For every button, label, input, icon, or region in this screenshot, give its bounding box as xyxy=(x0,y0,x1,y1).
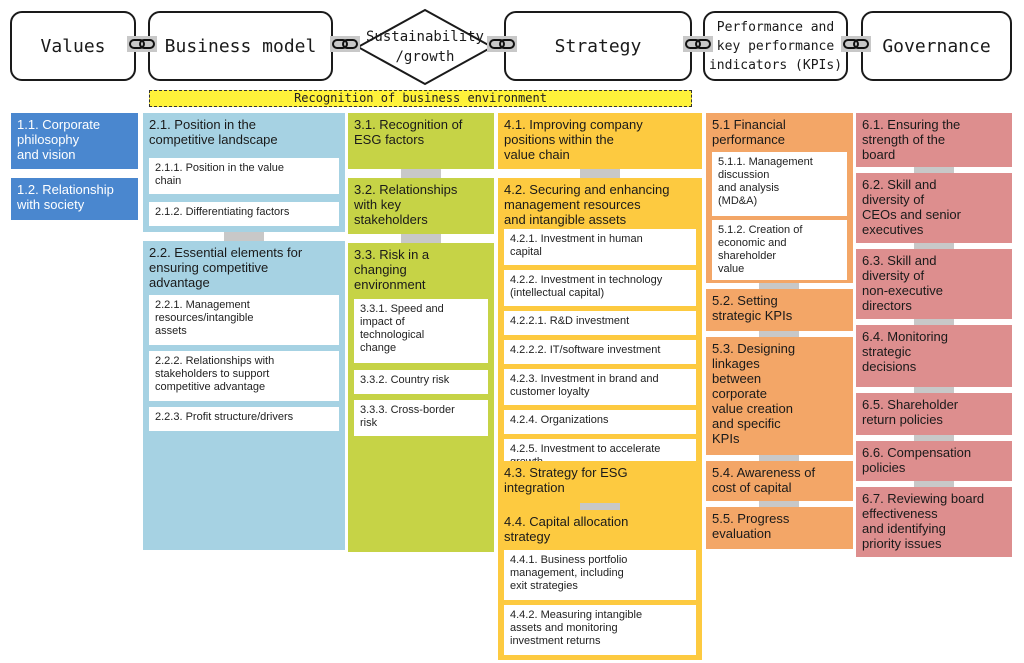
sub-4-4-1: 4.4.1. Business portfolio management, in… xyxy=(504,550,696,600)
block-6-4: 6.4. Monitoring strategic decisions xyxy=(856,325,1012,387)
block-title: 3.1. Recognition of ESG factors xyxy=(354,117,463,147)
block-6-2: 6.2. Skill and diversity of CEOs and sen… xyxy=(856,173,1012,243)
block-title: 4.4. Capital allocation strategy xyxy=(504,514,629,544)
block-title: 6.1. Ensuring the strength of the board xyxy=(862,117,961,162)
sub-2-2-1: 2.2.1. Management resources/intangible a… xyxy=(149,295,339,345)
header-values-label: Values xyxy=(40,35,106,57)
chain-link-icon xyxy=(487,36,517,52)
block-5-3: 5.3. Designing linkages between corporat… xyxy=(706,337,853,455)
chain-link-icon xyxy=(841,36,871,52)
sub-4-2-2-2: 4.2.2.2. IT/software investment xyxy=(504,340,696,364)
header-strategy: Strategy xyxy=(504,11,692,81)
header-business-model-label: Business model xyxy=(164,35,317,57)
sub-2-2-2: 2.2.2. Relationships with stakeholders t… xyxy=(149,351,339,401)
block-title: 3.3. Risk in a changing environment xyxy=(354,247,430,292)
header-sustainability-diamond: Sustainability /growth xyxy=(356,8,494,86)
block-6-7: 6.7. Reviewing board effectiveness and i… xyxy=(856,487,1012,557)
block-4-1: 4.1. Improving company positions within … xyxy=(498,113,702,169)
block-6-5: 6.5. Shareholder return policies xyxy=(856,393,1012,435)
block-title: 6.2. Skill and diversity of CEOs and sen… xyxy=(862,177,961,237)
block-title: 2.2. Essential elements for ensuring com… xyxy=(149,245,303,290)
block-5-1: 5.1 Financial performance 5.1.1. Managem… xyxy=(706,113,853,283)
block-title: 4.3. Strategy for ESG integration xyxy=(504,465,628,495)
block-title: 5.1 Financial performance xyxy=(712,117,786,147)
block-title: 4.2. Securing and enhancing management r… xyxy=(504,182,670,227)
chain-link-icon xyxy=(683,36,713,52)
chain-link-icon xyxy=(127,36,157,52)
connector xyxy=(914,481,954,487)
block-title: 1.1. Corporate philosophy and vision xyxy=(17,117,101,162)
header-performance-label: Performance and key performance indicato… xyxy=(708,19,843,73)
block-6-1: 6.1. Ensuring the strength of the board xyxy=(856,113,1012,167)
block-title: 5.4. Awareness of cost of capital xyxy=(712,465,816,495)
block-4-3: 4.3. Strategy for ESG integration xyxy=(498,461,702,503)
block-3-3: 3.3. Risk in a changing environment 3.3.… xyxy=(348,243,494,552)
sub-5-1-1: 5.1.1. Management discussion and analysi… xyxy=(712,152,847,216)
header-business-model: Business model xyxy=(148,11,333,81)
connector xyxy=(580,169,620,178)
connector xyxy=(914,435,954,441)
header-performance: Performance and key performance indicato… xyxy=(703,11,848,81)
sub-3-3-1: 3.3.1. Speed and impact of technological… xyxy=(354,299,488,363)
header-governance: Governance xyxy=(861,11,1012,81)
sub-2-1-1: 2.1.1. Position in the value chain xyxy=(149,158,339,194)
block-3-1: 3.1. Recognition of ESG factors xyxy=(348,113,494,169)
block-title: 4.1. Improving company positions within … xyxy=(504,117,643,162)
sub-3-3-3: 3.3.3. Cross-border risk xyxy=(354,400,488,436)
sub-4-2-3: 4.2.3. Investment in brand and customer … xyxy=(504,369,696,405)
connector xyxy=(224,232,264,241)
sub-2-1-2: 2.1.2. Differentiating factors xyxy=(149,202,339,226)
header-values: Values xyxy=(10,11,136,81)
sub-4-2-1: 4.2.1. Investment in human capital xyxy=(504,229,696,265)
connector xyxy=(759,283,799,289)
block-5-5: 5.5. Progress evaluation xyxy=(706,507,853,549)
block-title: 2.1. Position in the competitive landsca… xyxy=(149,117,278,147)
sub-4-2-4: 4.2.4. Organizations xyxy=(504,410,696,434)
connector xyxy=(759,501,799,507)
block-title: 6.5. Shareholder return policies xyxy=(862,397,959,427)
chain-link-icon xyxy=(330,36,360,52)
sub-5-1-2: 5.1.2. Creation of economic and sharehol… xyxy=(712,220,847,280)
block-title: 5.2. Setting strategic KPIs xyxy=(712,293,793,323)
block-1-2: 1.2. Relationship with society xyxy=(11,178,138,220)
sub-2-2-3: 2.2.3. Profit structure/drivers xyxy=(149,407,339,431)
connector xyxy=(914,387,954,393)
block-title: 3.2. Relationships with key stakeholders xyxy=(354,182,458,227)
block-1-1: 1.1. Corporate philosophy and vision xyxy=(11,113,138,169)
block-title: 6.3. Skill and diversity of non-executiv… xyxy=(862,253,943,313)
sub-3-3-2: 3.3.2. Country risk xyxy=(354,370,488,394)
block-title: 5.3. Designing linkages between corporat… xyxy=(712,341,796,446)
header-strategy-label: Strategy xyxy=(554,35,642,57)
connector xyxy=(759,331,799,337)
header-sustainability-label: Sustainability /growth xyxy=(365,29,484,65)
header-governance-label: Governance xyxy=(882,35,991,57)
connector xyxy=(914,243,954,249)
block-4-4: 4.4. Capital allocation strategy 4.4.1. … xyxy=(498,510,702,660)
business-environment-banner: Recognition of business environment xyxy=(149,90,692,107)
block-title: 1.2. Relationship with society xyxy=(17,182,114,212)
block-3-2: 3.2. Relationships with key stakeholders xyxy=(348,178,494,234)
block-6-3: 6.3. Skill and diversity of non-executiv… xyxy=(856,249,1012,319)
sub-4-2-2-1: 4.2.2.1. R&D investment xyxy=(504,311,696,335)
sub-4-4-2: 4.4.2. Measuring intangible assets and m… xyxy=(504,605,696,655)
connector xyxy=(914,167,954,173)
block-5-2: 5.2. Setting strategic KPIs xyxy=(706,289,853,331)
connector xyxy=(759,455,799,461)
block-title: 6.7. Reviewing board effectiveness and i… xyxy=(862,491,985,551)
connector xyxy=(580,503,620,510)
block-title: 6.6. Compensation policies xyxy=(862,445,972,475)
block-5-4: 5.4. Awareness of cost of capital xyxy=(706,461,853,501)
connector xyxy=(401,169,441,178)
block-title: 6.4. Monitoring strategic decisions xyxy=(862,329,948,374)
connector xyxy=(914,319,954,325)
connector xyxy=(401,234,441,243)
block-2-2: 2.2. Essential elements for ensuring com… xyxy=(143,241,345,550)
block-6-6: 6.6. Compensation policies xyxy=(856,441,1012,481)
diamond-shape xyxy=(356,8,494,86)
block-title: 5.5. Progress evaluation xyxy=(712,511,790,541)
block-2-1: 2.1. Position in the competitive landsca… xyxy=(143,113,345,232)
sub-4-2-2: 4.2.2. Investment in technology (intelle… xyxy=(504,270,696,306)
